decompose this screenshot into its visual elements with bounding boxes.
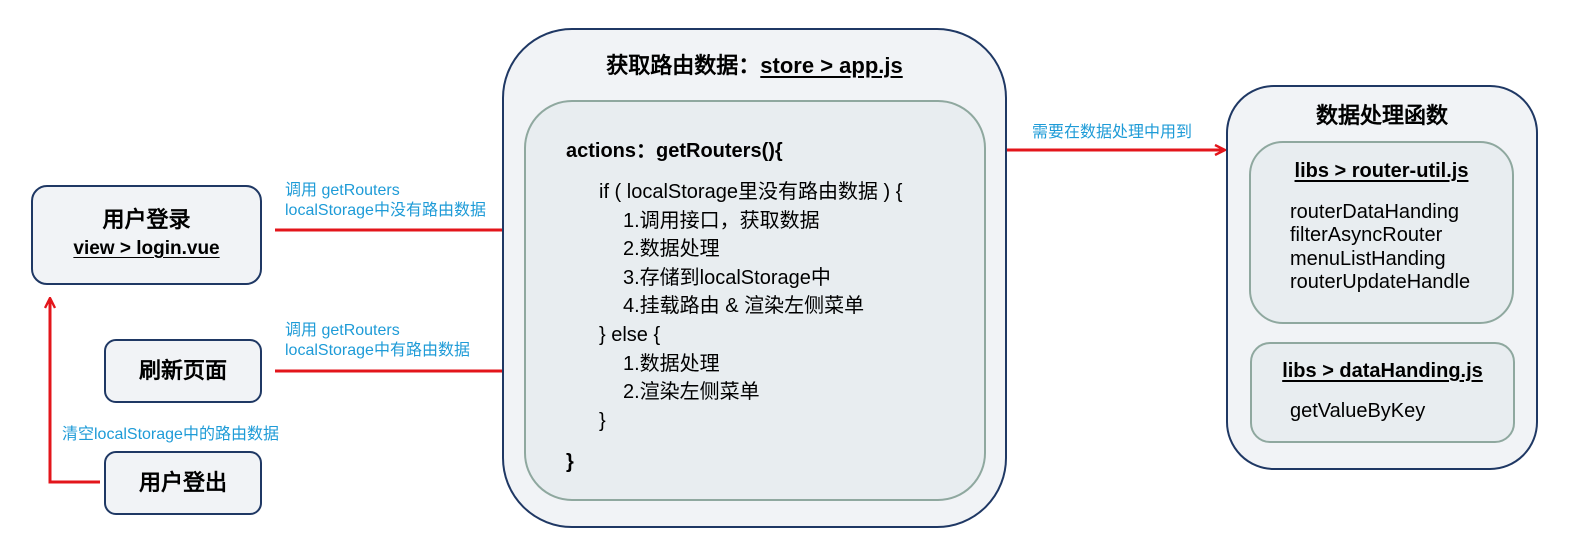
data-handing-fn-1: getValueByKey <box>1290 400 1426 422</box>
router-util-fn-2: filterAsyncRouter <box>1290 224 1443 246</box>
store-title-prefix: 获取路由数据： <box>606 53 761 78</box>
arrow-logout-to-login <box>50 299 100 484</box>
router-util-panel: libs > router-util.js routerDataHanding … <box>1249 141 1514 324</box>
edge-label-login-line-1: 调用 getRouters <box>285 182 400 199</box>
store-title: 获取路由数据：store > app.js <box>504 52 1005 80</box>
actions-panel: actions：getRouters(){ if ( localStorage里… <box>524 100 986 501</box>
code-close: } <box>566 451 574 473</box>
helpers-title: 数据处理函数 <box>1315 103 1448 128</box>
code-head: actions：getRouters(){ <box>566 140 783 162</box>
edge-label-refresh-line-1: 调用 getRouters <box>285 322 400 339</box>
edge-label-to-helpers: 需要在数据处理中用到 <box>1032 124 1193 141</box>
store-title-path: store > app.js <box>760 53 903 78</box>
edge-label-refresh-line-2: localStorage中有路由数据 <box>285 342 470 359</box>
code-line-else-close: } <box>599 410 606 432</box>
data-handing-panel: libs > dataHanding.js getValueByKey <box>1250 342 1515 443</box>
login-title: 用户登录 <box>102 207 191 232</box>
code-line-if: if ( localStorage里没有路由数据 ) { <box>599 181 903 203</box>
router-util-path: libs > router-util.js <box>1294 160 1469 182</box>
code-line-step-1: 1.调用接口，获取数据 <box>623 210 820 232</box>
router-util-fn-4: routerUpdateHandle <box>1290 271 1471 293</box>
code-line-else-step-2: 2.渲染左侧菜单 <box>623 381 760 403</box>
code-line-else-step-1: 1.数据处理 <box>623 353 720 375</box>
logout-title: 用户登出 <box>138 470 227 495</box>
code-line-step-4: 4.挂载路由 & 渲染左侧菜单 <box>623 295 865 317</box>
refresh-node: 刷新页面 <box>104 339 262 403</box>
login-path: view > login.vue <box>73 238 220 259</box>
login-node: 用户登录 view > login.vue <box>31 185 262 285</box>
edge-label-logout: 清空localStorage中的路由数据 <box>62 426 279 443</box>
logout-node: 用户登出 <box>104 451 262 515</box>
code-line-step-2: 2.数据处理 <box>623 238 720 260</box>
router-util-fn-1: routerDataHanding <box>1290 201 1459 223</box>
code-line-step-3: 3.存储到localStorage中 <box>623 267 831 289</box>
router-util-fn-3: menuListHanding <box>1290 248 1446 270</box>
edge-label-login-line-2: localStorage中没有路由数据 <box>285 202 486 219</box>
data-handing-path: libs > dataHanding.js <box>1282 360 1483 382</box>
refresh-title: 刷新页面 <box>138 358 227 383</box>
code-line-else: } else { <box>599 324 661 346</box>
